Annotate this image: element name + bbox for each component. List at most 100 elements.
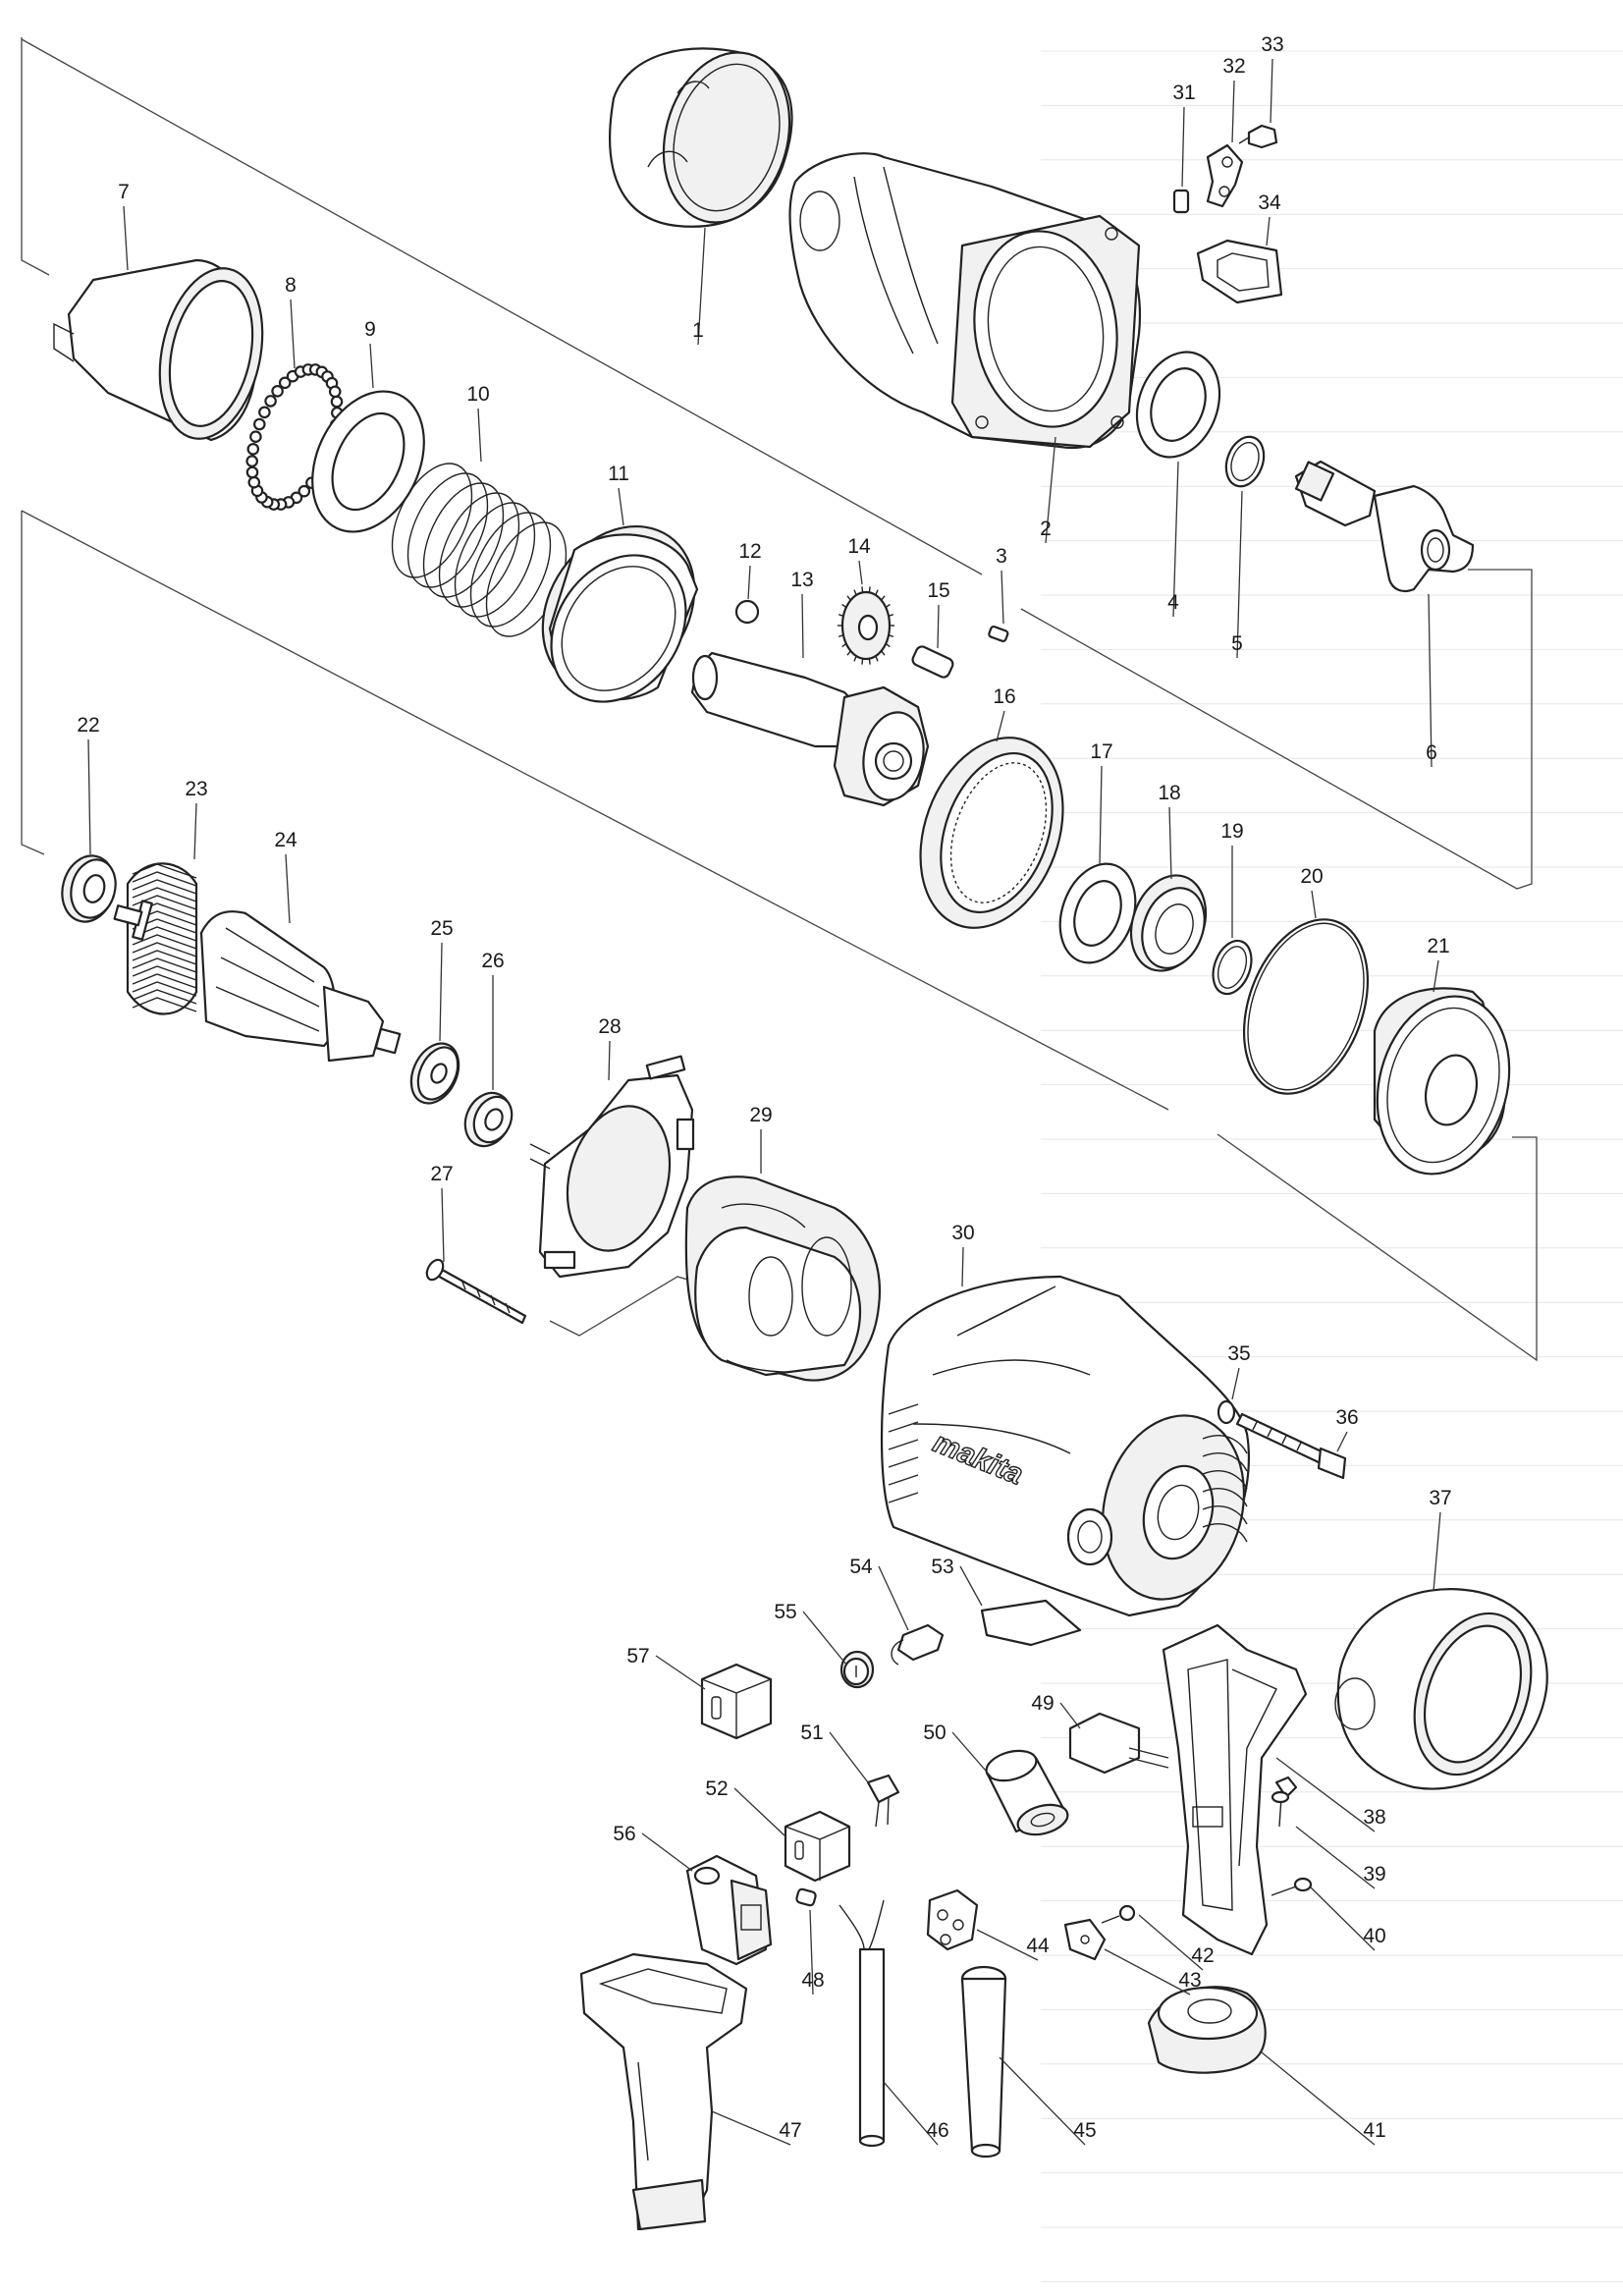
steel-ball	[245, 455, 259, 467]
steel-ball	[252, 417, 266, 431]
part-label-57: 57	[626, 1645, 649, 1667]
part-21-bearing-box	[1373, 987, 1511, 1175]
part-label-24: 24	[274, 829, 298, 851]
part-25-insulation-washer	[409, 1042, 460, 1105]
part-7-cover-tube	[53, 258, 264, 442]
leader-line	[961, 1246, 964, 1287]
vent-slot	[1202, 1523, 1248, 1543]
fan-blade	[132, 942, 197, 957]
part-label-44: 44	[1026, 1935, 1050, 1957]
part-3-pin	[988, 625, 1009, 642]
part-10-compression-spring	[391, 463, 568, 637]
part-label-45: 45	[1073, 2119, 1096, 2142]
leader-line	[858, 560, 863, 585]
spring-coil	[469, 512, 552, 628]
steel-ball	[298, 484, 311, 498]
part-label-22: 22	[77, 714, 99, 737]
part-40-screw	[1271, 1877, 1313, 1896]
vent-slot	[1202, 1435, 1248, 1454]
part-48-small-part	[795, 1887, 817, 1907]
leader-line	[123, 205, 129, 271]
part-label-11: 11	[608, 463, 629, 485]
steel-ball	[278, 376, 292, 390]
leader-line	[809, 1909, 814, 1995]
part-label-41: 41	[1363, 2119, 1385, 2142]
part-5-o-ring	[1224, 435, 1266, 488]
part-label-56: 56	[613, 1823, 635, 1845]
leader-line	[999, 2056, 1086, 2146]
part-36-hex-socket-bolt	[1235, 1412, 1347, 1480]
leader-line	[1295, 1826, 1376, 1889]
part-20-o-ring-large	[1242, 918, 1370, 1095]
leader-line	[87, 738, 91, 855]
part-label-39: 39	[1363, 1863, 1385, 1886]
part-30-motor-housing: makita	[880, 1275, 1251, 1617]
part-32-bracket	[1206, 143, 1244, 208]
part-label-6: 6	[1426, 741, 1437, 764]
vent-slot	[888, 1421, 919, 1433]
part-18-bearing-retainer	[1129, 874, 1208, 972]
part-label-48: 48	[801, 1969, 824, 1992]
leader-line	[1001, 570, 1004, 625]
steel-ball	[271, 384, 284, 398]
part-12-steel-ball	[734, 599, 760, 625]
part-label-14: 14	[847, 535, 871, 558]
part-label-29: 29	[749, 1104, 772, 1126]
part-label-38: 38	[1363, 1806, 1385, 1829]
vent-slot	[888, 1403, 919, 1415]
part-44-terminal-block	[926, 1888, 979, 1951]
part-label-25: 25	[430, 917, 453, 940]
leader-line	[1428, 593, 1433, 768]
part-label-34: 34	[1258, 191, 1281, 214]
vent-slot	[888, 1474, 919, 1486]
part-label-16: 16	[993, 685, 1015, 708]
part-35-spring-washer	[1217, 1399, 1236, 1425]
part-26-ball-bearing	[463, 1091, 514, 1148]
part-label-50: 50	[923, 1722, 946, 1744]
fan-blade	[132, 957, 197, 973]
part-24-armature	[113, 904, 402, 1063]
part-label-9: 9	[364, 318, 376, 341]
part-label-43: 43	[1178, 1969, 1201, 1992]
steel-ball	[330, 395, 344, 409]
grouping-frame-middle	[21, 510, 1538, 1362]
part-label-42: 42	[1191, 1944, 1214, 1967]
grouping-frame-upper	[21, 37, 1533, 890]
part-number-labels: 1234567891011121314151617181920212223242…	[77, 33, 1451, 2142]
leader-line	[1138, 1914, 1204, 1971]
leader-line	[290, 299, 296, 369]
leader-line	[1266, 216, 1271, 246]
part-6-anvil	[1294, 460, 1475, 593]
part-label-10: 10	[466, 383, 489, 406]
steel-ball	[258, 406, 271, 419]
part-37-rear-cover	[1334, 1588, 1548, 1790]
leader-line	[1172, 461, 1179, 618]
part-38-handle-housing	[1162, 1623, 1308, 1956]
fan-blade	[132, 997, 197, 1012]
part-label-13: 13	[790, 569, 813, 591]
leader-line	[937, 604, 940, 649]
part-4-washer	[1135, 351, 1221, 459]
part-label-27: 27	[430, 1163, 453, 1185]
leader-line	[285, 853, 291, 924]
leader-line	[1099, 765, 1103, 865]
leader-line	[1168, 806, 1172, 880]
steel-ball	[246, 442, 260, 456]
leader-line	[996, 710, 1005, 742]
part-1-front-cover	[609, 47, 793, 228]
part-label-47: 47	[779, 2119, 801, 2142]
part-57-block	[700, 1663, 773, 1740]
leader-line	[1310, 1886, 1376, 1951]
vent-slot	[1202, 1505, 1248, 1525]
spring-coil	[454, 502, 536, 618]
fan-blade	[132, 981, 197, 997]
steel-ball	[249, 430, 262, 443]
fan-blade	[132, 989, 197, 1005]
leader-line	[1433, 1511, 1441, 1592]
part-14-planet-gear	[838, 586, 894, 665]
part-29-field	[684, 1175, 881, 1382]
steel-ball	[264, 395, 277, 408]
leader-line	[1311, 890, 1317, 919]
vent-slot	[888, 1492, 919, 1503]
